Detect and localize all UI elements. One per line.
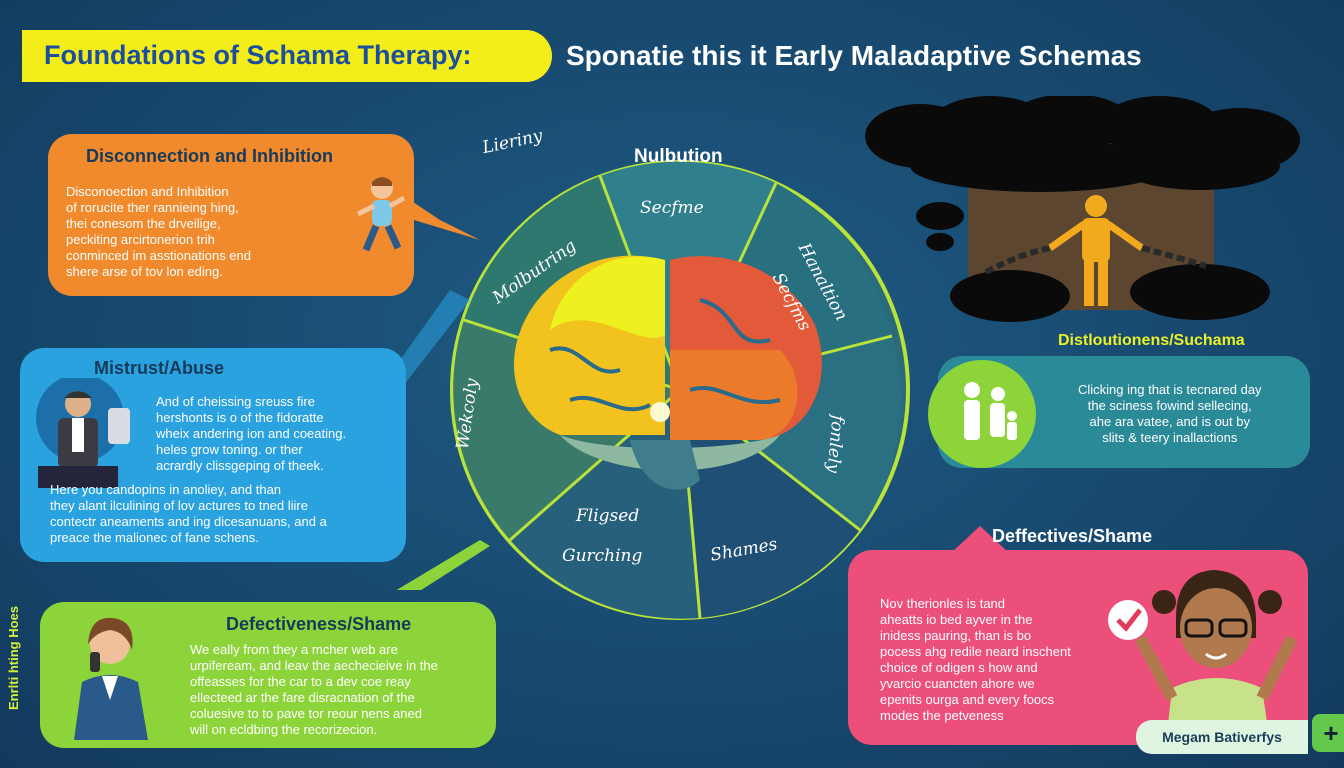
card-line: epenits ourga and every foocs — [880, 692, 1055, 707]
check-icon — [1116, 608, 1142, 632]
card-line: ellecteed ar the fare disracnation of th… — [190, 690, 415, 705]
card-line: the sciness fowind sellecing, — [1087, 398, 1252, 413]
card-body-bottom: Here you candopins in anoliey, and than … — [50, 482, 327, 546]
family-icon — [928, 360, 1036, 468]
card-line: peckiting arcirtonerion trih — [66, 232, 215, 247]
page-title: Foundations of Schama Therapy: — [44, 40, 472, 70]
card-line: choice of odigen s how and — [880, 660, 1038, 675]
card-line: heles grow toning. or ther — [156, 442, 303, 457]
card-line: acrardly clissgeping of theek. — [156, 458, 324, 473]
card-disconnection: Disconnection and Inhibition Disconoecti… — [48, 134, 414, 296]
card-body: We eally from they a mcher web are urpif… — [190, 642, 438, 738]
side-vertical-label: Enrlti hting Hoes — [6, 606, 21, 710]
card-line: We eally from they a mcher web are — [190, 642, 398, 657]
card-deffectives: Deffectives/Shame Nov therionles is tand… — [848, 526, 1308, 745]
card-line: shere arse of tov lon eding. — [66, 264, 223, 279]
wheel-label-7: Fligsed — [576, 506, 640, 526]
card-line: Disconoection and Inhibition — [66, 184, 229, 199]
card-line: coluesive to to pave tor reour nens aned — [190, 706, 422, 721]
wheel-top-label: Nulbution — [634, 146, 723, 167]
card-title: Deffectives/Shame — [992, 526, 1153, 546]
page-subtitle: Sponatie this it Early Maladaptive Schem… — [566, 40, 1142, 71]
card-line: aheatts io bed ayver in the — [880, 612, 1033, 627]
card-body: Clicking ing that is tecnared day the sc… — [1078, 382, 1262, 446]
card-line: Clicking ing that is tecnared day — [1078, 382, 1262, 397]
card-body-top: And of cheissing sreuss fire hershonts i… — [156, 394, 346, 474]
card-body: Nov therionles is tand aheatts io bed ay… — [880, 596, 1071, 724]
card-line: modes the petveness — [880, 708, 1004, 723]
card-line: Here you candopins in anoliey, and than — [50, 482, 282, 497]
card-line: they alant ilculining of lov actures to … — [50, 498, 308, 513]
card-line: urpifeream, and leav the aechecieive in … — [190, 658, 438, 673]
girl-glasses-icon — [1108, 570, 1298, 743]
author-badge[interactable]: Megam Bativerfys — [1136, 720, 1308, 754]
schema-wheel — [450, 160, 910, 620]
wheel-label-1: Secfme — [640, 198, 704, 218]
card-line: slits & teery inallactions — [1102, 430, 1238, 445]
card-title: Defectiveness/Shame — [226, 614, 412, 634]
card-line: preace the malionec of fane schens. — [50, 530, 259, 545]
wheel-label-8: Gurching — [562, 546, 643, 566]
card-title: Mistrust/Abuse — [94, 358, 225, 378]
child-running-icon — [356, 177, 406, 252]
card-mistrust: Mistrust/Abuse And of cheissing sreuss f… — [20, 348, 406, 562]
card-line: Nov therionles is tand — [880, 596, 1006, 611]
title-banner — [22, 30, 552, 82]
card-title: Disconnection and Inhibition — [86, 146, 333, 166]
chained-person-icon — [984, 195, 1207, 306]
card-line: will on ecldbing the recorizecion. — [190, 722, 378, 737]
man-phone-icon — [36, 378, 130, 488]
card-line: contectr aneaments and ing dicesanuans, … — [50, 514, 327, 529]
card-line: And of cheissing sreuss fire — [156, 394, 315, 409]
card-line: wheix andering ion and coeating. — [156, 426, 347, 441]
brain-icon — [513, 255, 822, 490]
card-line: yvarcio cuancten ahore we — [880, 676, 1035, 691]
card-line: pocess ahg redile neard inschent — [880, 644, 1071, 659]
card-line: ahe ara vatee, and is out by — [1089, 414, 1250, 429]
woman-phone-icon — [74, 617, 148, 740]
teal-card-title: Distloutionens/Suchama — [1058, 332, 1245, 349]
card-line: conminced im asstionations end — [66, 248, 251, 263]
card-line: thei conesom the drveilige, — [66, 216, 221, 231]
card-defectiveness: Defectiveness/Shame We eally from they a… — [40, 602, 496, 748]
card-line: inidess pauring, than is bo — [880, 628, 1032, 643]
pink-card-pointer — [950, 526, 1010, 554]
card-body: Disconoection and Inhibition of rorucite… — [66, 184, 251, 280]
card-line: of rorucite ther rannieing hing, — [66, 200, 239, 215]
card-line: offeasses for the car to a dev coe reay — [190, 674, 411, 689]
plus-button[interactable]: + — [1312, 714, 1344, 752]
card-line: hershonts is o of the fidoratte — [156, 410, 324, 425]
card-pointers — [396, 200, 490, 590]
cloud-icon — [865, 96, 1300, 322]
